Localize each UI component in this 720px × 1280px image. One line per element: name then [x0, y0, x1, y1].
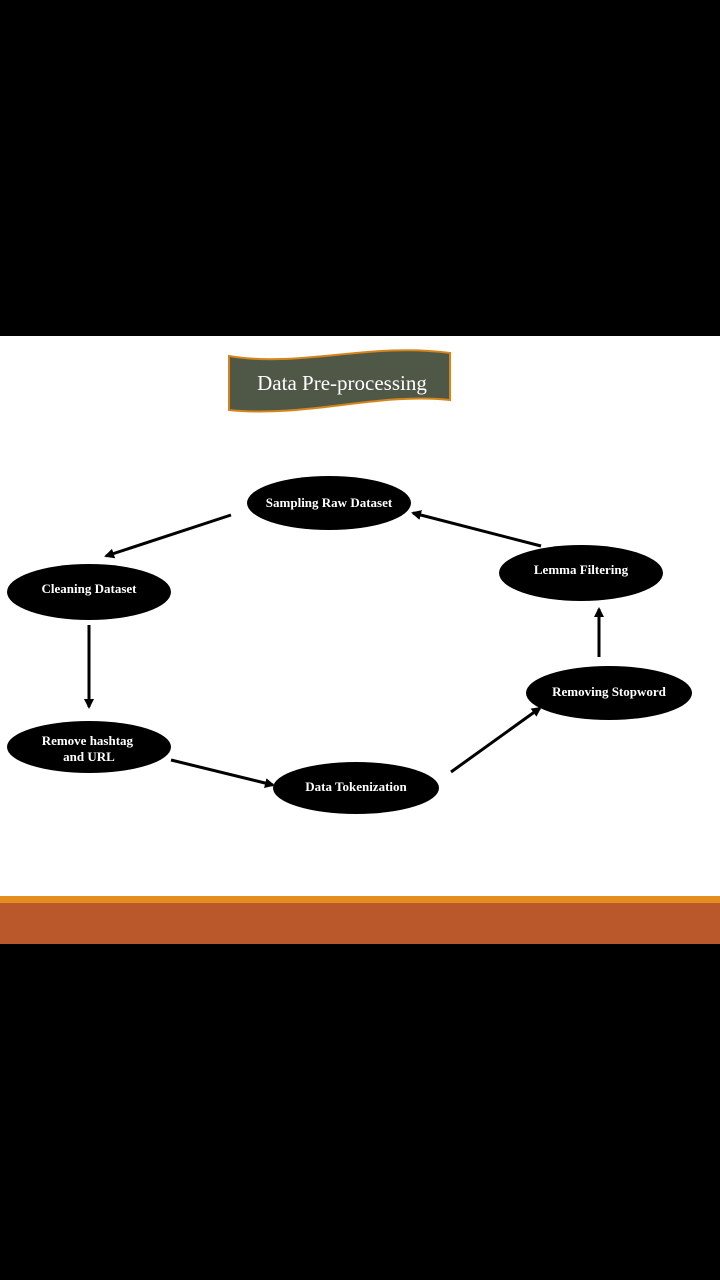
node-lemma: Lemma Filtering	[499, 545, 663, 601]
node-lemma-label: Lemma Filtering	[534, 562, 629, 577]
title-banner: Data Pre-processing	[228, 349, 451, 413]
node-stopword-line-1: Removing Stopword	[552, 684, 667, 699]
node-tokenization-line-1: Data Tokenization	[305, 779, 407, 794]
node-remove-shape	[7, 721, 171, 773]
node-remove-line-2: and URL	[63, 749, 115, 764]
node-stopword-label: Removing Stopword	[552, 684, 667, 699]
top-letterbox	[0, 0, 720, 336]
title-banner-shape	[228, 349, 451, 413]
node-cleaning-shape	[7, 564, 171, 620]
node-cleaning-line-1: Cleaning Dataset	[42, 581, 138, 596]
node-stopword-shape	[526, 666, 692, 720]
node-tokenization: Data Tokenization	[273, 762, 439, 814]
footer-band	[0, 903, 720, 944]
footer-stripe	[0, 896, 720, 903]
node-remove: Remove hashtag and URL	[7, 721, 171, 773]
edges-group	[84, 510, 604, 788]
node-sampling-shape	[247, 476, 411, 530]
node-tokenization-label: Data Tokenization	[305, 779, 407, 794]
node-lemma-shape	[499, 545, 663, 601]
edge-sampling-to-cleaning	[104, 513, 232, 559]
node-lemma-line-1: Lemma Filtering	[534, 562, 629, 577]
node-sampling-label: Sampling Raw Dataset	[266, 495, 393, 510]
node-remove-line-1: Remove hashtag	[42, 733, 134, 748]
edge-tokenization-to-stopword	[450, 706, 542, 774]
node-tokenization-shape	[273, 762, 439, 814]
edge-lemma-to-sampling	[411, 510, 542, 548]
slide-title: Data Pre-processing	[257, 371, 427, 395]
node-sampling-line-1: Sampling Raw Dataset	[266, 495, 393, 510]
node-cleaning-label: Cleaning Dataset	[42, 581, 138, 596]
node-remove-label: Remove hashtag and URL	[42, 733, 137, 764]
edge-remove-to-tokenization	[170, 758, 275, 788]
node-cleaning: Cleaning Dataset	[7, 564, 171, 620]
bottom-letterbox	[0, 944, 720, 1280]
node-stopword: Removing Stopword	[526, 666, 692, 720]
node-sampling: Sampling Raw Dataset	[247, 476, 411, 530]
